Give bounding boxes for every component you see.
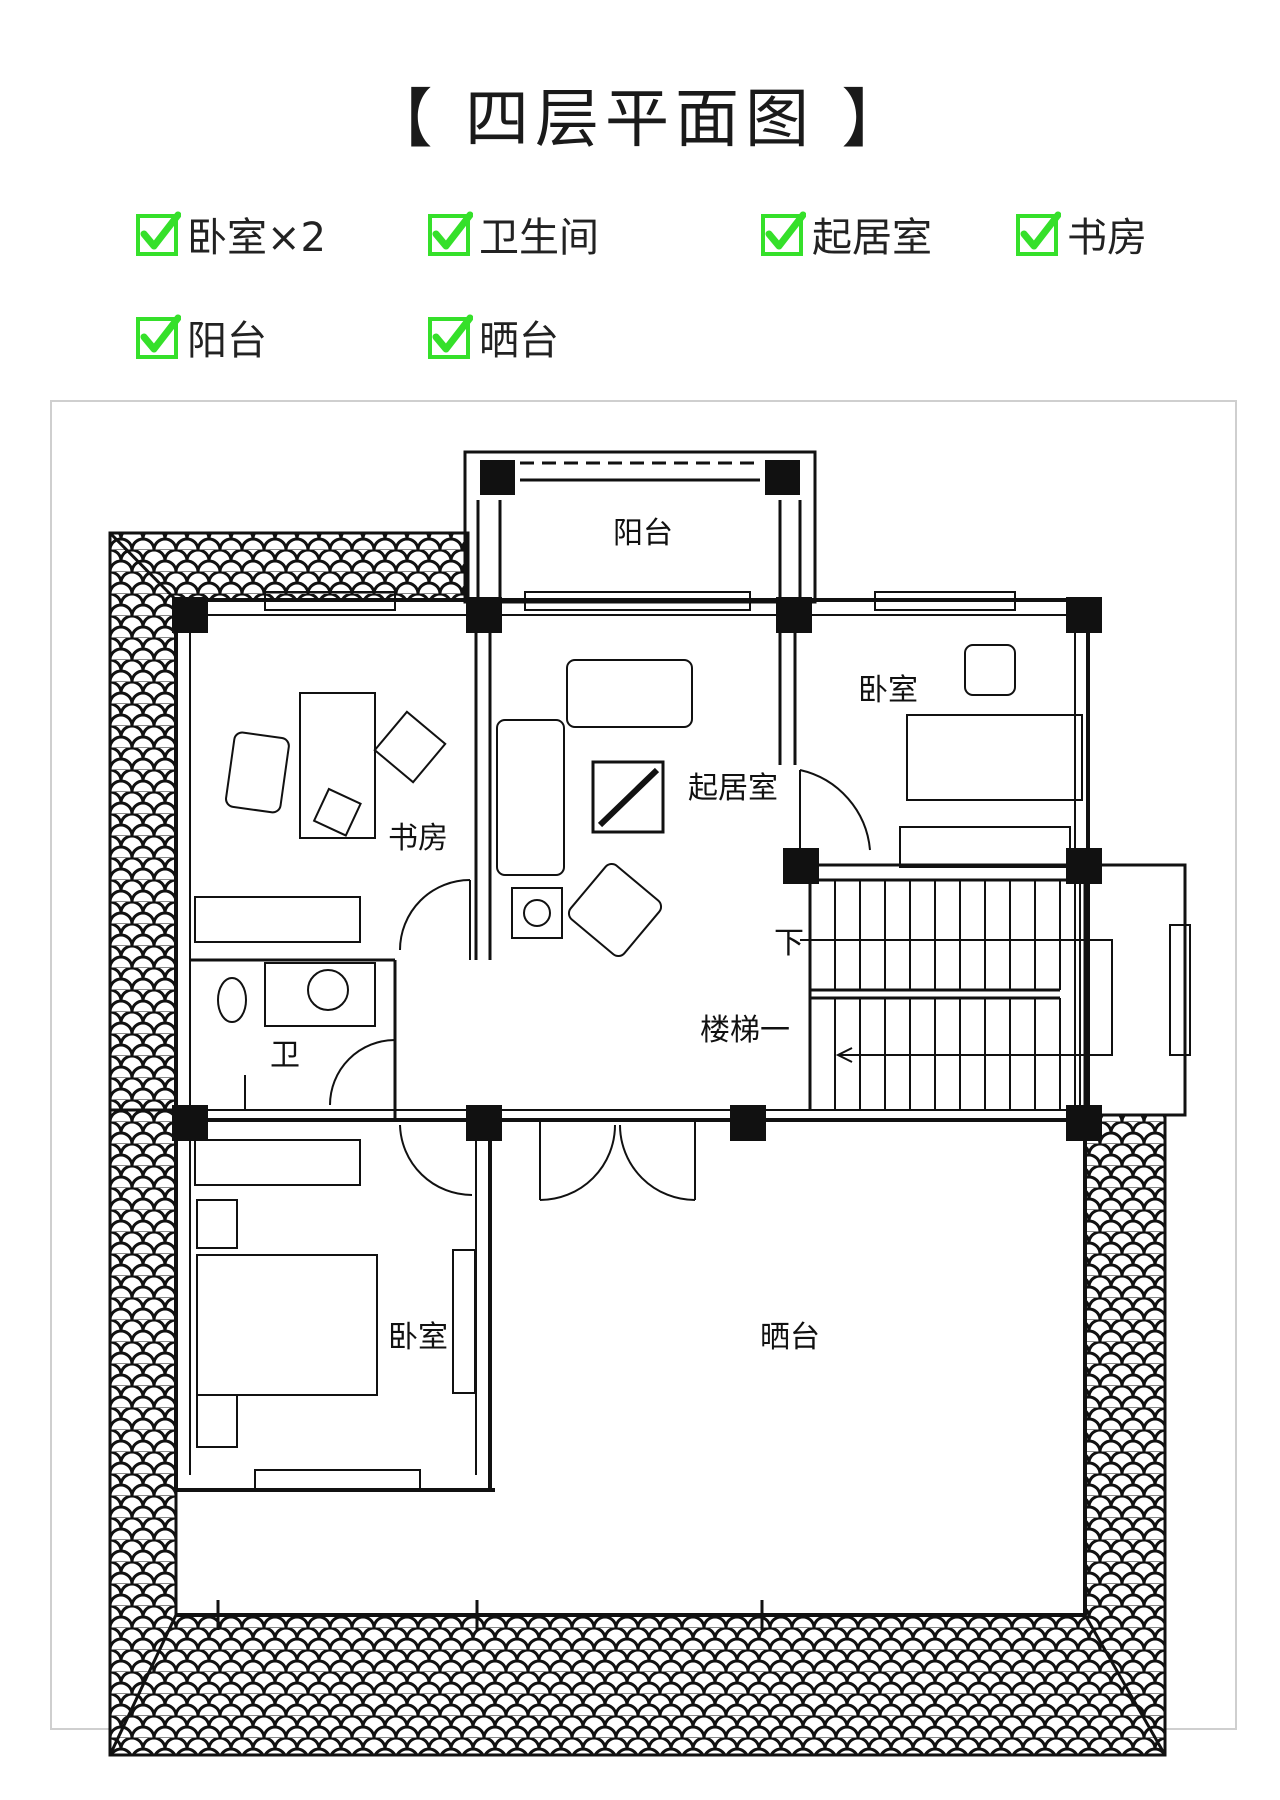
desk — [299, 692, 376, 839]
doors — [329, 769, 871, 1201]
furniture — [194, 644, 1083, 1630]
columns — [172, 597, 1102, 1141]
sofa — [566, 659, 693, 728]
chair — [312, 787, 362, 837]
nightstand — [196, 1199, 238, 1249]
room-label-bath: 卫 — [270, 1038, 300, 1073]
staircase — [800, 879, 1113, 1111]
checkmark-icon — [428, 211, 473, 256]
room-label-terrace: 晒台 — [760, 1320, 820, 1355]
wardrobe — [194, 1139, 361, 1186]
walls — [174, 591, 1191, 1617]
roof-tiles — [108, 531, 1167, 1757]
checkmark-icon — [136, 211, 181, 256]
feature-bathroom: 卫生间 — [427, 205, 599, 263]
wardrobe — [899, 826, 1071, 868]
checkmark-icon — [428, 314, 473, 359]
shelf — [452, 1249, 476, 1394]
feature-study: 书房 — [1015, 205, 1147, 263]
stair-direction-label: 下 — [774, 926, 804, 961]
balcony-structure — [463, 450, 817, 604]
column — [480, 460, 515, 495]
side-table — [511, 887, 563, 939]
armchair — [567, 862, 663, 958]
bed — [906, 714, 1083, 801]
armchair — [964, 644, 1016, 696]
checkmark-icon — [136, 314, 181, 359]
feature-label: 卫生间 — [479, 215, 599, 261]
bed — [196, 1254, 378, 1396]
feature-living-room: 起居室 — [760, 205, 932, 263]
feature-label: 阳台 — [187, 318, 267, 364]
page-title: 【 四层平面图 】 — [368, 83, 912, 157]
feature-label: 起居室 — [812, 215, 932, 261]
vanity — [264, 962, 376, 1027]
checkmark-icon — [761, 211, 806, 256]
coffee-table — [591, 760, 665, 834]
armchair — [225, 731, 290, 814]
room-label-stairs: 楼梯一 — [700, 1013, 790, 1048]
feature-bedrooms: 卧室×2 — [135, 205, 326, 263]
room-label-study: 书房 — [388, 821, 448, 856]
armchair — [373, 710, 447, 784]
sofa — [496, 719, 565, 876]
room-label-bedroom-ne: 卧室 — [858, 673, 918, 708]
column — [765, 460, 800, 495]
wardrobe — [194, 896, 361, 943]
toilet — [217, 977, 247, 1023]
checkmark-icon — [1016, 211, 1061, 256]
room-label-bedroom-sw: 卧室 — [388, 1320, 448, 1355]
nightstand — [196, 1394, 238, 1448]
room-label-balcony: 阳台 — [613, 516, 673, 551]
room-label-living: 起居室 — [688, 771, 778, 806]
feature-balcony: 阳台 — [135, 308, 267, 366]
feature-terrace: 晒台 — [427, 308, 559, 366]
feature-label: 卧室×2 — [187, 215, 326, 261]
feature-label: 书房 — [1067, 215, 1147, 261]
feature-label: 晒台 — [479, 318, 559, 364]
